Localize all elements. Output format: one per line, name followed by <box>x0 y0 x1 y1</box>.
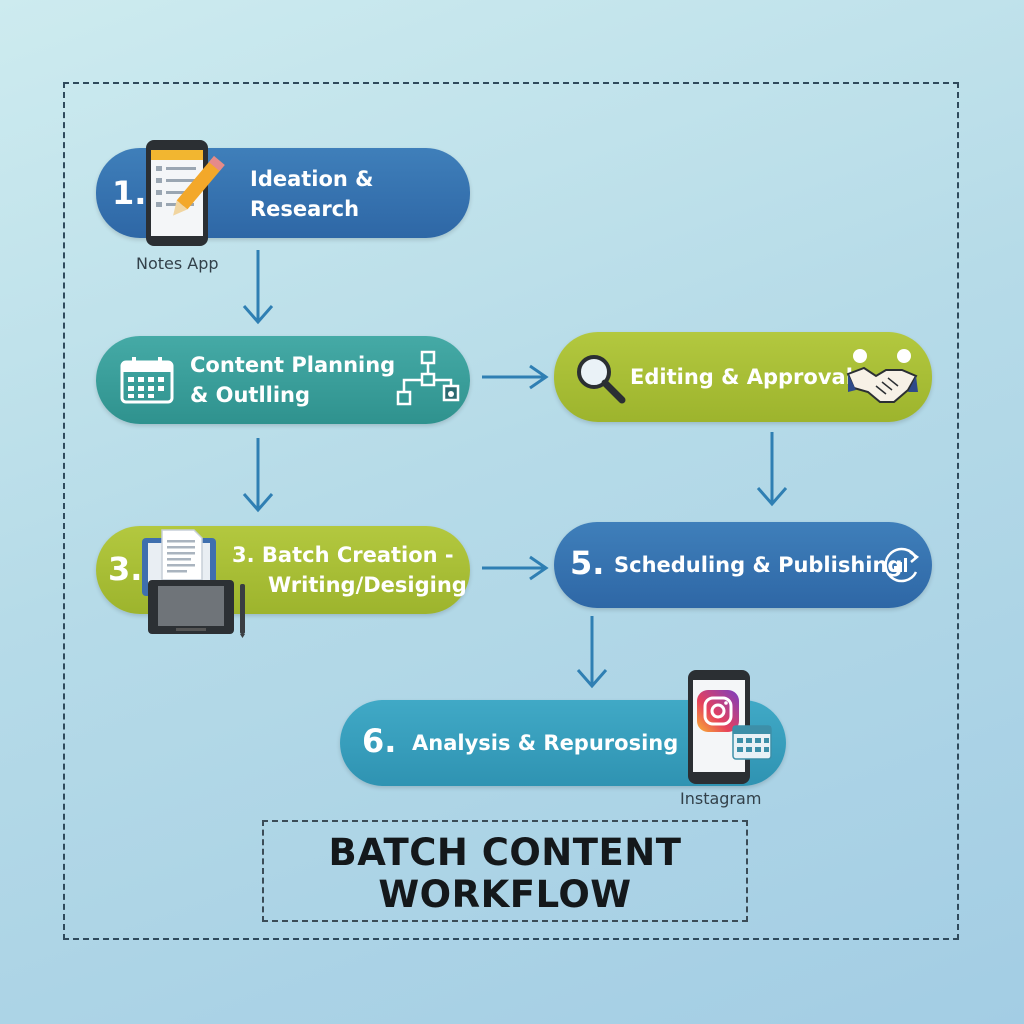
step-5-label: Scheduling & Publishing <box>614 553 903 577</box>
title-line-1: BATCH CONTENT <box>328 831 682 874</box>
step-1-number: 1. <box>112 174 147 212</box>
step-4-label: Editing & Approval <box>630 365 853 389</box>
title-line-2: WORKFLOW <box>378 873 632 916</box>
workflow-frame <box>63 82 959 940</box>
workflow-title-box: BATCH CONTENT WORKFLOW <box>262 820 748 922</box>
calendar-icon <box>120 357 174 404</box>
step-3-number: 3. <box>108 550 143 588</box>
magnifier-icon <box>577 355 626 404</box>
phone-notes-pencil-icon <box>146 140 225 246</box>
step-2-label-line-2: & Outlling <box>190 383 311 407</box>
drawing-tablet-icon <box>148 580 245 638</box>
step-2-label-line-1: Content Planning <box>190 353 396 377</box>
calendar-icon <box>732 725 772 760</box>
notes-app-caption: Notes App <box>136 254 219 273</box>
step-1-label-line-1: Ideation & <box>250 167 374 191</box>
step-1-label-line-2: Research <box>250 197 360 221</box>
analytics-refresh-icon <box>884 547 920 583</box>
step-5-scheduling-publishing[interactable]: 5. Scheduling & Publishing <box>554 522 932 608</box>
step-6-number: 6. <box>362 722 397 760</box>
instagram-caption: Instagram <box>680 789 762 808</box>
instagram-phone-icon <box>688 670 750 784</box>
step-6-label: Analysis & Repurosing <box>412 731 679 755</box>
step-5-number: 5. <box>570 544 605 582</box>
flowchart-icon <box>396 350 460 406</box>
handshake-icon <box>846 349 918 403</box>
step-3-label-line-1: 3. Batch Creation - <box>232 543 454 567</box>
step-3-label-line-2: Writing/Desiging <box>268 573 467 597</box>
